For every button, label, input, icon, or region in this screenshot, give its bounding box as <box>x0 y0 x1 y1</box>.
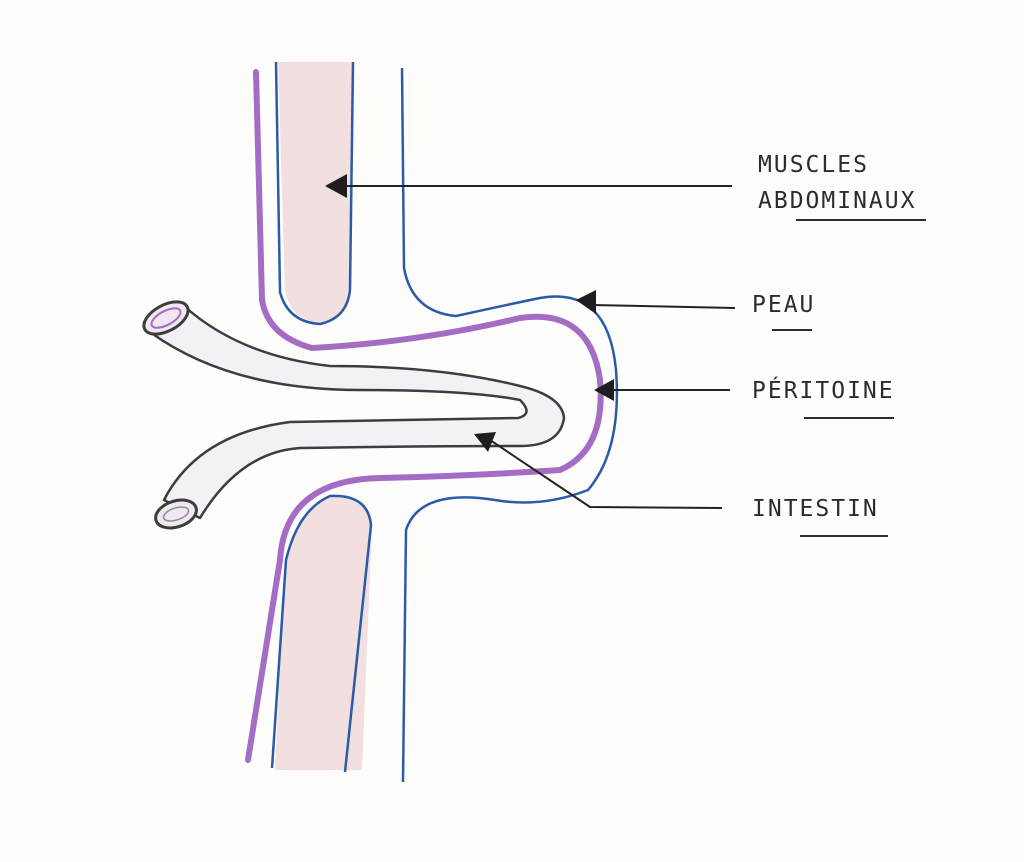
intestine-pointer <box>474 432 723 509</box>
intestine-arrowhead-icon <box>474 432 496 452</box>
intestine-lower-opening-inner <box>162 506 190 522</box>
skin-arrowhead-icon <box>576 290 596 314</box>
peritoneum-arrowhead-icon <box>594 379 614 401</box>
upper-muscle-outline <box>274 61 355 326</box>
intestine-upper-opening <box>142 300 190 336</box>
skin-line <box>400 67 619 783</box>
peritoneum-pointer <box>594 379 730 401</box>
label-skin: PEAU <box>752 292 815 318</box>
skin-pointer <box>576 290 736 314</box>
label-muscles-line2: ABDOMINAUX <box>758 188 916 214</box>
label-intestine: INTESTIN <box>752 496 879 522</box>
lower-muscle-fill <box>275 495 372 770</box>
intestine-upper-opening-inner <box>150 307 182 329</box>
upper-muscle-fill <box>278 62 352 324</box>
label-peritoneum: PÉRITOINE <box>752 376 895 404</box>
intestine-loop <box>148 304 566 520</box>
muscles-arrowhead-icon <box>325 174 347 198</box>
lower-muscle-outline <box>270 494 373 773</box>
peritoneum-line <box>245 69 604 763</box>
label-muscles-line1: MUSCLES <box>758 152 869 178</box>
muscles-pointer <box>325 174 732 198</box>
